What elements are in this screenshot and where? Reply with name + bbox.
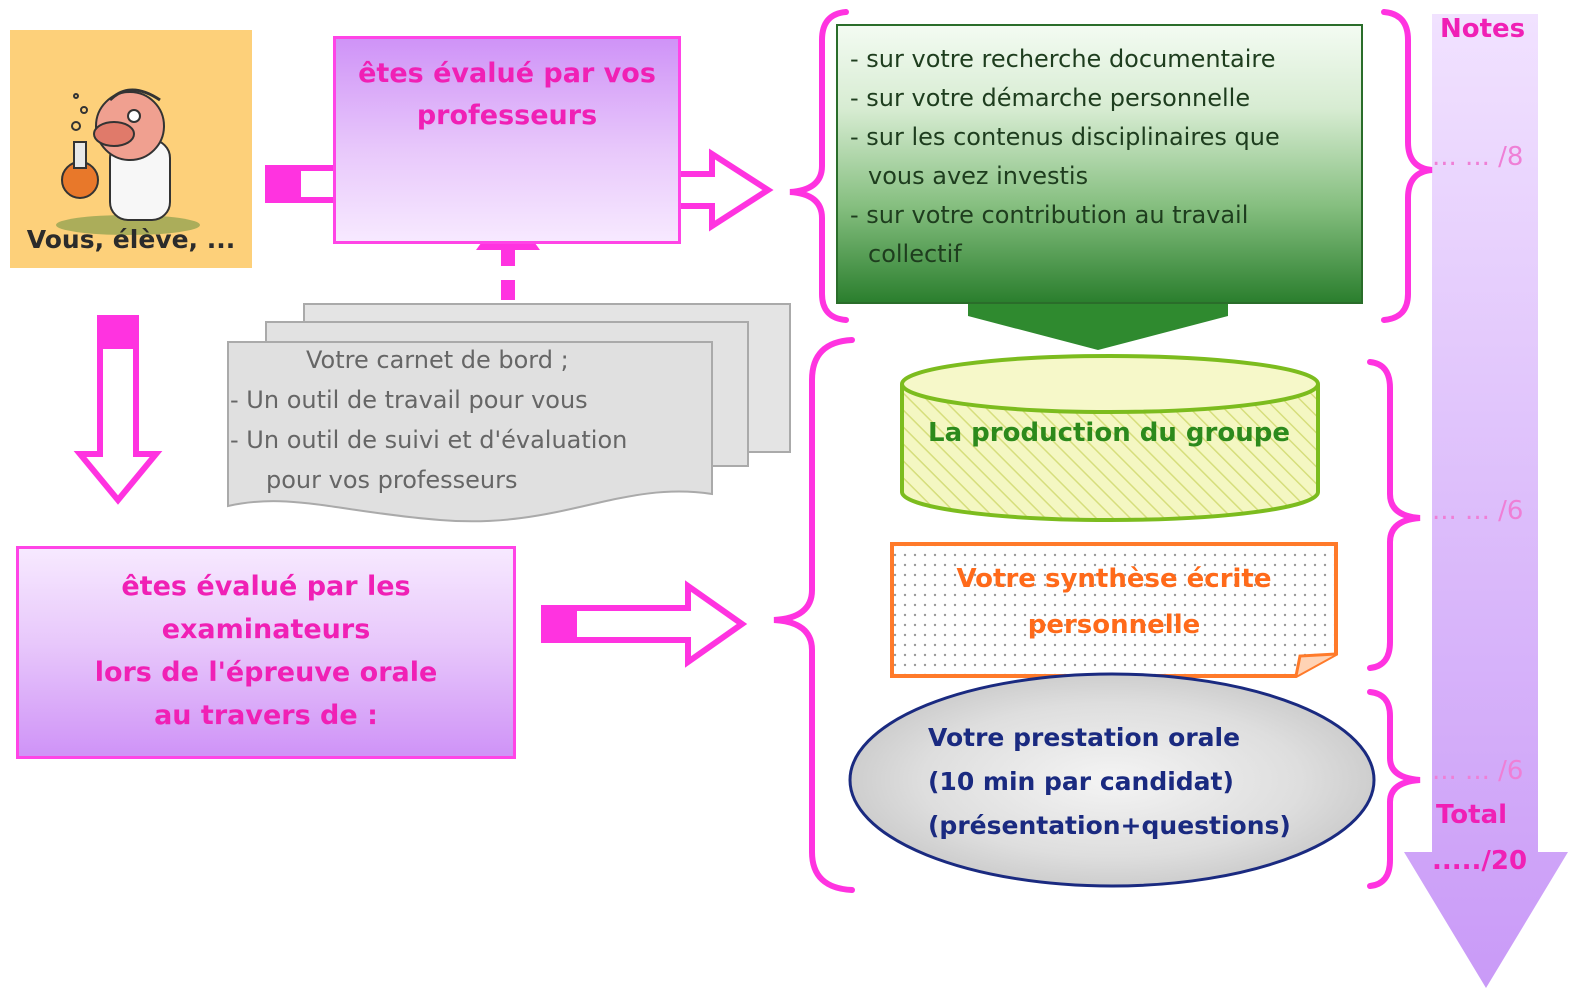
synthese-line: Votre synthèse écrite — [956, 564, 1272, 594]
carnet-documents — [227, 303, 791, 523]
examiner-box-line: lors de l'épreuve orale — [94, 657, 438, 688]
criteria-line: vous avez investis — [868, 162, 1089, 190]
oral-line: (10 min par candidat) — [928, 767, 1234, 796]
criteria-line: - sur les contenus disciplinaires que — [850, 123, 1280, 151]
student-card: Vous, élève, ... — [10, 30, 252, 268]
professor-box-line: professeurs — [416, 100, 598, 131]
production-cylinder — [900, 354, 1320, 522]
oral-label: Votre prestation orale (10 min par candi… — [928, 716, 1348, 848]
notes-title: Notes — [1440, 14, 1526, 44]
examiner-evaluation-box: êtes évalué par les examinateurs lors de… — [16, 546, 516, 759]
carnet-text: Votre carnet de bord ; - Un outil de tra… — [230, 340, 710, 500]
oral-ellipse — [848, 672, 1376, 888]
production-label: La production du groupe — [928, 418, 1290, 448]
brace-oral-right — [1367, 689, 1421, 889]
total-label: Total — [1436, 800, 1508, 830]
criteria-down-arrow — [968, 300, 1228, 350]
professor-evaluation-box: êtes évalué par vos professeurs — [333, 36, 681, 244]
total-value: ...../20 — [1432, 846, 1528, 876]
student-label: Vous, élève, ... — [26, 225, 236, 254]
examiner-box-line: au travers de : — [154, 700, 378, 731]
score-criteria: ... ... /8 — [1432, 142, 1524, 172]
criteria-line: - sur votre recherche documentaire — [850, 45, 1276, 73]
criteria-box: - sur votre recherche documentaire - sur… — [836, 24, 1363, 304]
carnet-line: pour vos professeurs — [266, 466, 518, 494]
criteria-line: - sur votre démarche personnelle — [850, 84, 1251, 112]
brace-items-left — [773, 337, 855, 893]
professor-box-line: êtes évalué par vos — [358, 58, 656, 89]
score-oral: ... ... /6 — [1432, 756, 1524, 786]
carnet-line: Votre carnet de bord ; — [306, 346, 569, 374]
oral-line: (présentation+questions) — [928, 811, 1291, 840]
carnet-line: - Un outil de suivi et d'évaluation — [230, 426, 628, 454]
synthese-document — [890, 542, 1338, 678]
brace-criteria-left — [789, 9, 849, 323]
brace-criteria-right — [1381, 9, 1433, 323]
examiner-box-line: êtes évalué par les — [121, 571, 411, 602]
criteria-line: collectif — [868, 240, 962, 268]
arrow-exam-to-items — [541, 580, 748, 668]
notes-arrow — [1404, 14, 1568, 988]
arrow-student-down — [73, 315, 163, 505]
synthese-label: Votre synthèse écrite personnelle — [892, 556, 1336, 648]
carnet-line: - Un outil de travail pour vous — [230, 386, 588, 414]
scientist-icon — [56, 88, 200, 235]
score-written: ... ... /6 — [1432, 496, 1524, 526]
synthese-line: personnelle — [1027, 610, 1201, 640]
examiner-box-line: examinateurs — [161, 614, 371, 645]
oral-line: Votre prestation orale — [928, 723, 1241, 752]
criteria-line: - sur votre contribution au travail — [850, 201, 1249, 229]
brace-items-right — [1367, 359, 1421, 671]
